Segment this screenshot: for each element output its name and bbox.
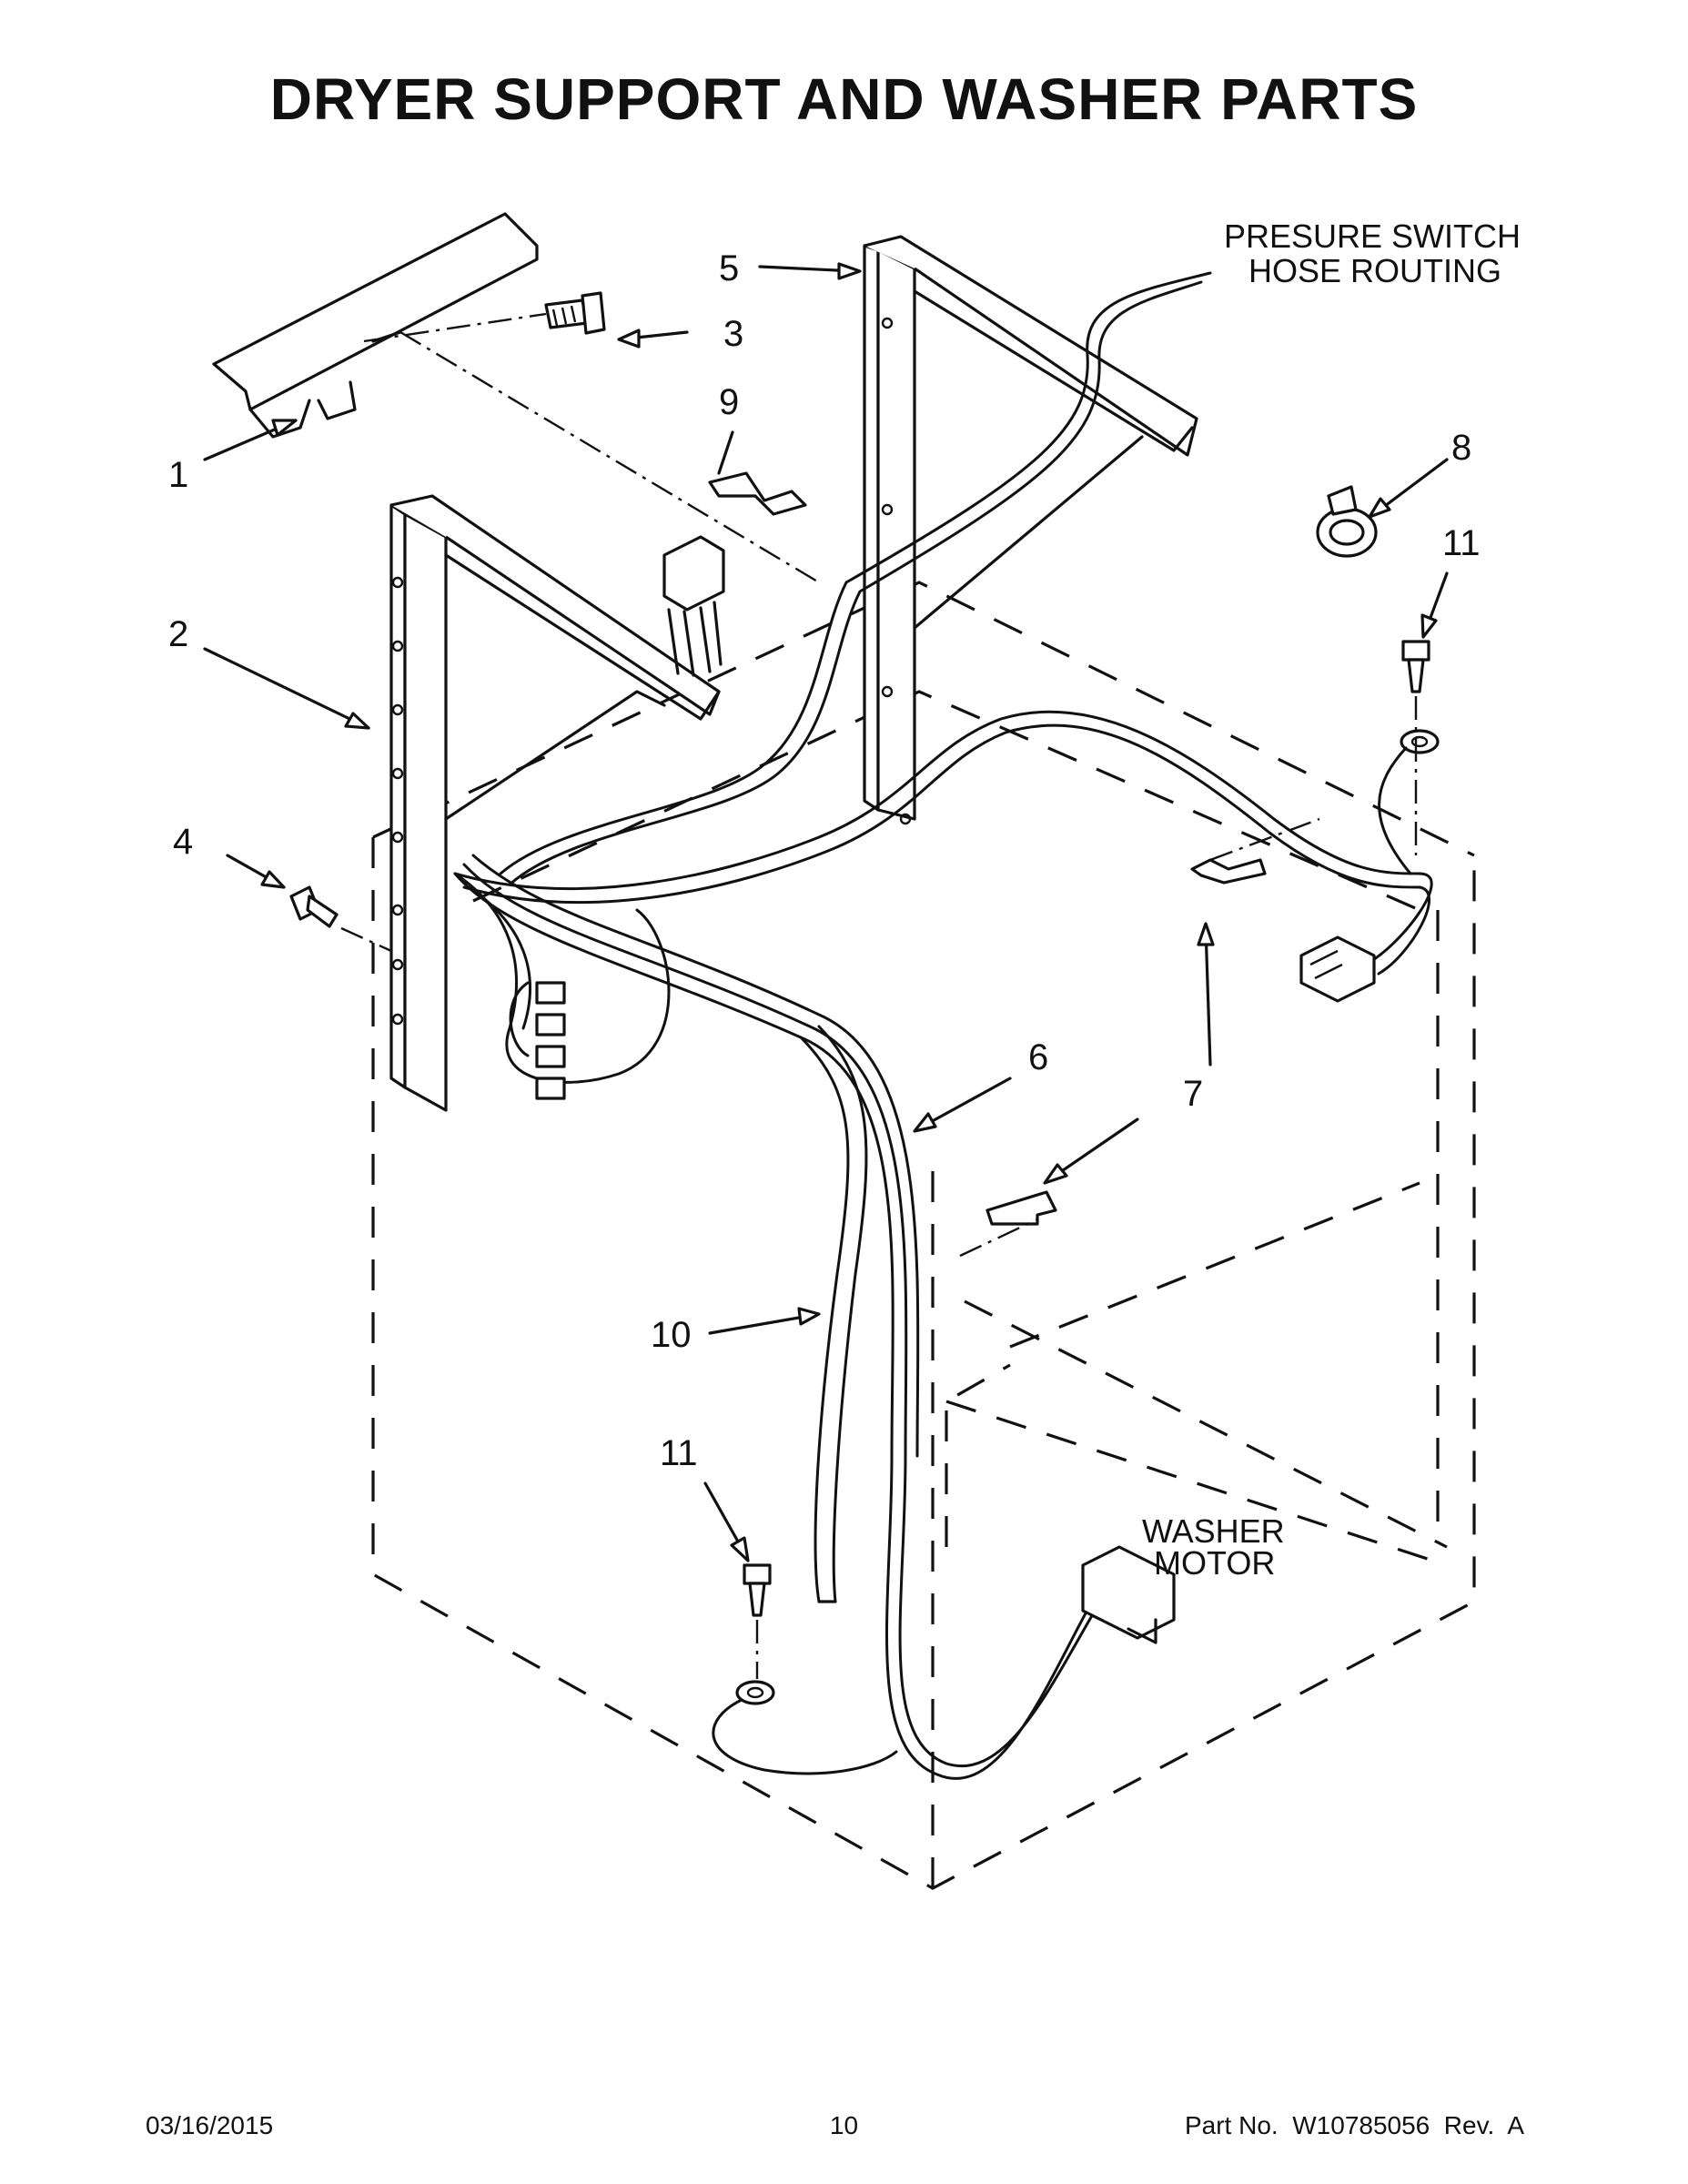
callout-8: 8	[1451, 428, 1471, 468]
harness-connector-left-group	[535, 981, 566, 1100]
callout-arrows	[203, 262, 1449, 1562]
part-2-left-dryer-support	[389, 494, 721, 1112]
footer-date: 03/16/2015	[146, 2111, 274, 2139]
harness-connector-right	[1299, 935, 1376, 1003]
washer-cabinet-outline	[371, 581, 1476, 1890]
washer-motor-note-line1: WASHER	[1142, 1512, 1285, 1550]
part-7-lower-axis	[959, 1218, 1038, 1258]
part-8-hose-clamp	[1316, 485, 1378, 558]
part-7-clip-upper	[1190, 858, 1267, 885]
callout-11-upper: 11	[1442, 523, 1481, 563]
hose-routing-note-line2: HOSE ROUTING	[1248, 252, 1501, 289]
callout-6: 6	[1028, 1037, 1048, 1077]
callout-11-lower: 11	[660, 1433, 698, 1473]
footer-part-number: Part No. W10785056 Rev. A	[1184, 2111, 1524, 2139]
callout-3: 3	[723, 314, 743, 354]
washer-motor-note-line2: MOTOR	[1154, 1544, 1275, 1582]
part-11-screw-lower	[712, 1563, 898, 1775]
callout-5: 5	[719, 248, 739, 288]
callout-7: 7	[1183, 1074, 1203, 1114]
part-7-clip-lower	[986, 1190, 1057, 1226]
callout-9: 9	[719, 382, 739, 422]
part-1-dryer-support-bracket	[212, 212, 539, 439]
page-title: DRYER SUPPORT AND WASHER PARTS	[269, 66, 1419, 132]
callout-10: 10	[651, 1315, 692, 1355]
washer-motor-connector	[1081, 1545, 1176, 1644]
part-10-drain-hose	[799, 1025, 868, 1603]
callout-4: 4	[173, 822, 193, 862]
footer-page-number: 10	[829, 2111, 859, 2139]
pressure-switch-hose	[499, 271, 1212, 875]
part-6-wire-harness	[453, 710, 1433, 1780]
part-7-axis	[1209, 817, 1320, 862]
callout-2: 2	[168, 614, 188, 654]
callout-1: 1	[168, 455, 188, 495]
part-9-arrow	[717, 430, 734, 475]
part-11-screw-upper	[1378, 640, 1440, 875]
part-9-clip	[708, 471, 807, 516]
bracket-alignment-line	[399, 330, 820, 584]
wiring-connector-upper	[662, 535, 725, 677]
part-3-screw	[544, 291, 606, 335]
part-4-screw	[289, 885, 392, 953]
hose-routing-note-line1: PRESURE SWITCH	[1224, 217, 1521, 255]
part-3-screw-axis	[363, 312, 547, 343]
pressure-switch-hose-edge	[508, 280, 1203, 886]
